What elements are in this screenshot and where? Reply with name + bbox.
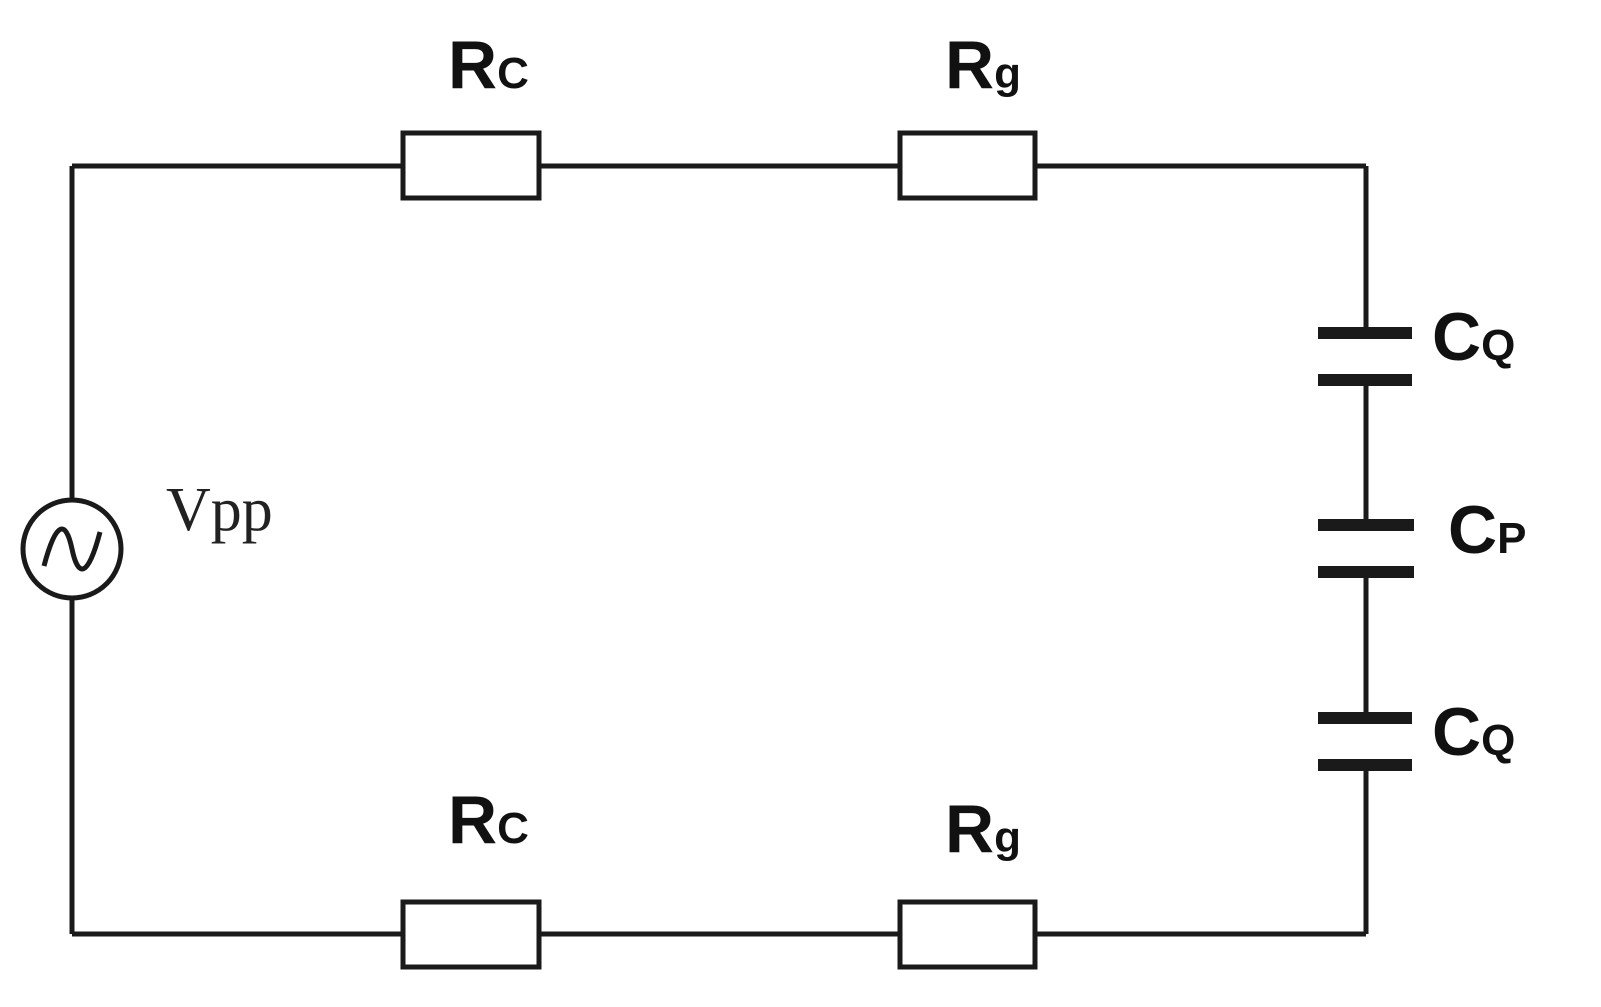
capacitor-middle-main: C	[1448, 492, 1497, 568]
capacitor-bottom-main: C	[1432, 694, 1481, 770]
top-resistor-rc	[400, 130, 542, 201]
capacitor-top-label: CQ	[1432, 299, 1515, 375]
capacitor-top-sub: Q	[1481, 321, 1515, 370]
bottom-resistor-rc-main: R	[448, 782, 497, 858]
top-resistor-rg-label: Rg	[945, 27, 1021, 103]
wires	[69, 163, 1369, 937]
top-resistor-rg-sub: g	[994, 49, 1021, 98]
top-resistor-rg-main: R	[945, 27, 994, 103]
bottom-resistor-rc-label: RC	[448, 782, 529, 858]
source-label: Vpp	[166, 476, 273, 544]
capacitor-bottom-sub: Q	[1481, 716, 1515, 765]
capacitor-middle-sub: P	[1497, 514, 1526, 563]
sine-wave-icon	[41, 526, 103, 572]
top-resistor-rc-sub: C	[497, 49, 529, 98]
bottom-resistor-rg-sub: g	[994, 813, 1021, 862]
bottom-resistor-rc-sub: C	[497, 804, 529, 853]
bottom-resistor-rg-main: R	[945, 791, 994, 867]
capacitor-middle	[1318, 519, 1414, 578]
capacitor-bottom	[1318, 712, 1412, 771]
capacitor-top-main: C	[1432, 299, 1481, 375]
bottom-resistor-rc	[400, 899, 542, 970]
bottom-resistor-rg-label: Rg	[945, 791, 1021, 867]
capacitor-middle-label: CP	[1448, 492, 1526, 568]
ac-source	[20, 497, 124, 601]
capacitor-top	[1318, 327, 1412, 386]
top-resistor-rc-main: R	[448, 27, 497, 103]
top-resistor-rc-label: RC	[448, 27, 529, 103]
capacitor-bottom-label: CQ	[1432, 694, 1515, 770]
top-resistor-rg	[897, 130, 1038, 201]
bottom-resistor-rg	[897, 899, 1038, 970]
